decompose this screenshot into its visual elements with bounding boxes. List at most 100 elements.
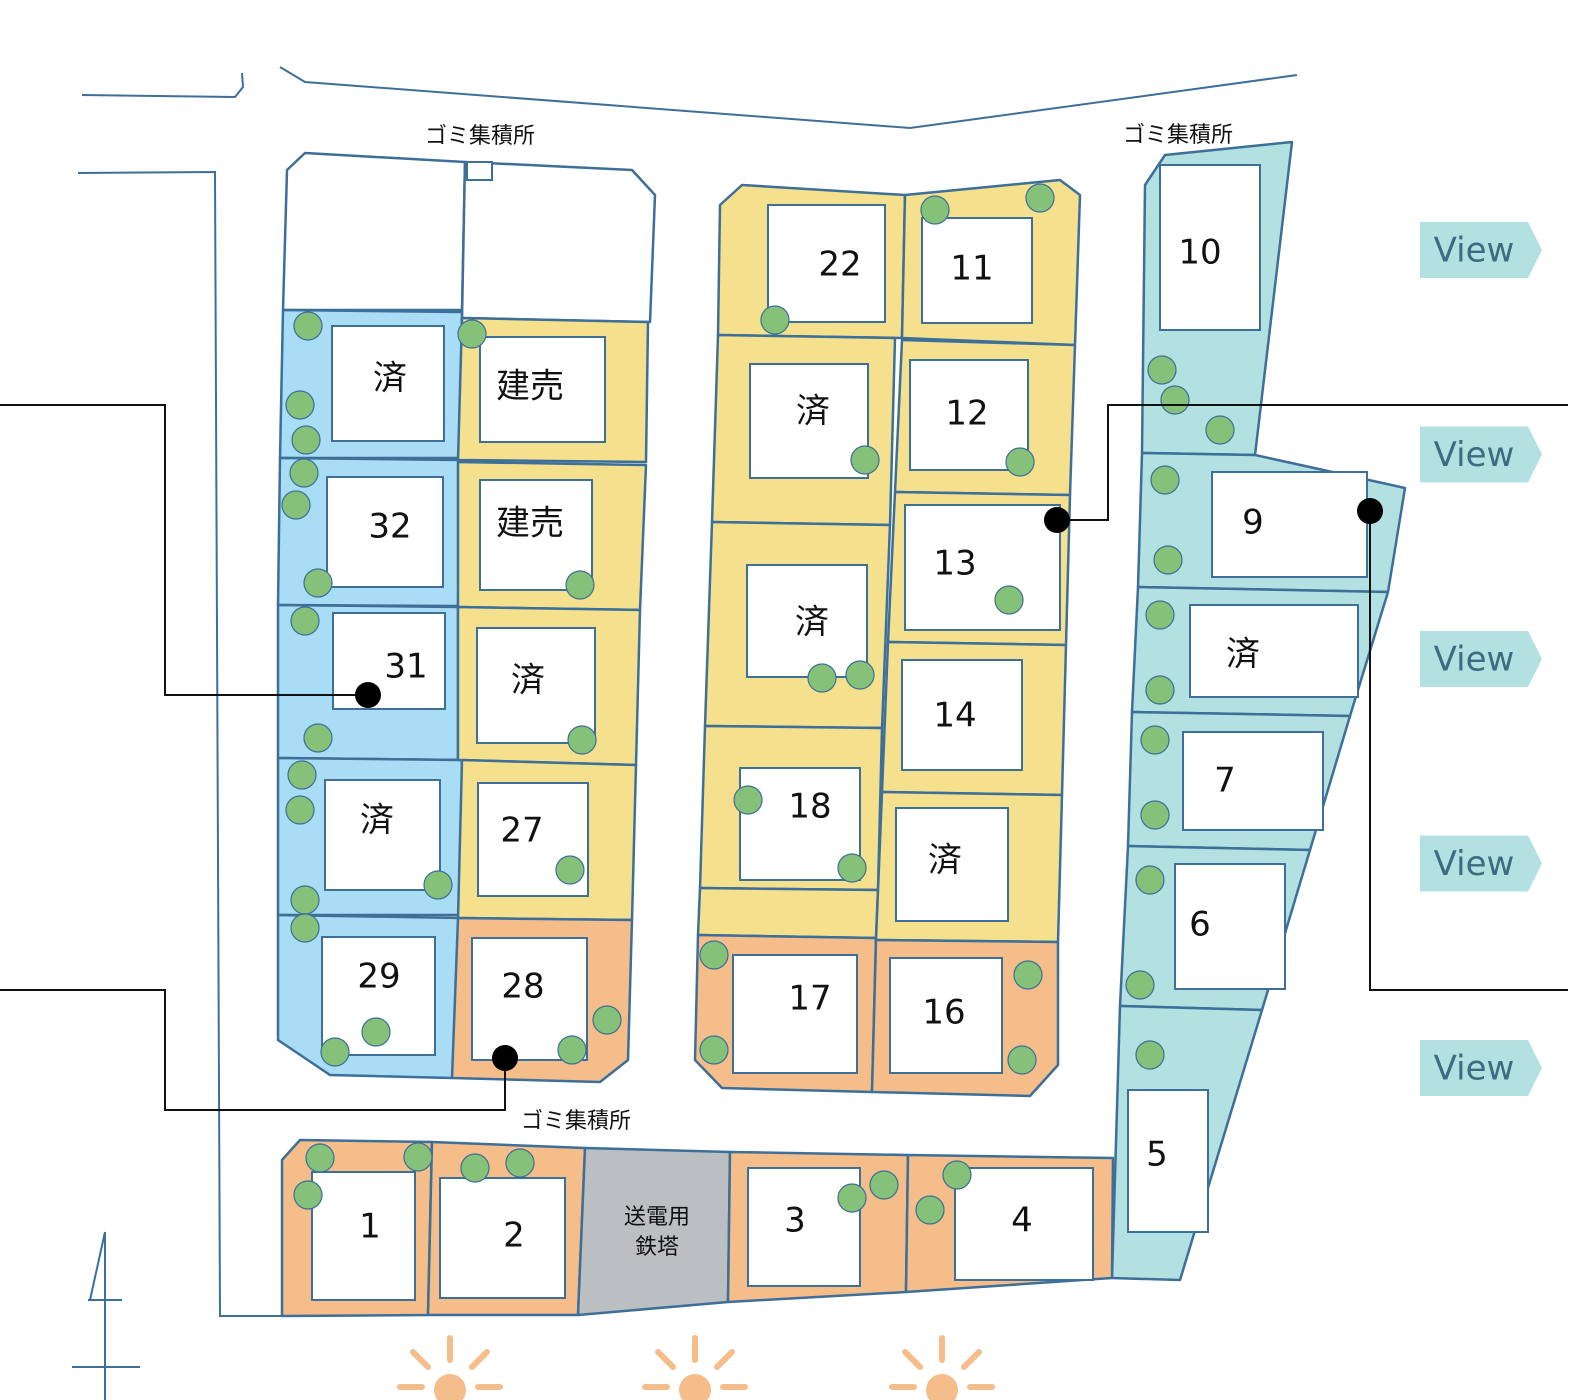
garbage-label: ゴミ集積所 [521,1109,631,1134]
road-edge [81,72,245,99]
tree-icon [567,725,597,755]
view-button[interactable]: View [1420,835,1542,892]
garbage-labels: ゴミ集積所 ゴミ集積所 ゴミ集積所 [425,123,1233,1134]
lot[interactable]: 2 [426,1140,587,1317]
tower-label: 送電用 鉄塔 [624,1205,690,1260]
view-button[interactable]: View [1420,1040,1542,1096]
house-footprint [901,659,1023,771]
lot-label: 29 [357,957,400,997]
lot-label: 5 [1146,1135,1168,1175]
lot[interactable]: 1 [280,1138,434,1318]
lot[interactable]: 12 [893,338,1077,497]
view-connectors [0,404,1568,1111]
lot[interactable]: 建売 [456,460,648,612]
lot[interactable]: 27 [456,758,638,922]
tree-icon [1005,447,1035,477]
tree-icon [1007,1045,1037,1075]
house-footprint [439,1177,566,1299]
tree-icon [1205,415,1235,445]
lot-label: 32 [368,507,411,547]
lot[interactable]: 済 [276,756,464,917]
tree-icon [920,195,950,225]
lot[interactable]: 4 [904,1153,1115,1294]
lot[interactable]: 22 [716,183,907,340]
lot[interactable]: 済 [710,333,897,527]
tree-icon [1145,600,1175,630]
lot-label: 28 [501,967,544,1007]
lot-label: 18 [788,787,831,827]
house-footprint [311,1171,416,1301]
lot[interactable]: 17 [693,933,878,1094]
tree-icon [1160,385,1190,415]
tree-icon [915,1195,945,1225]
tree-icon [285,795,315,825]
tree-icon [361,1017,391,1047]
lot-label: 済 [795,603,829,643]
lot[interactable] [576,1146,732,1317]
tree-icon [423,870,453,900]
lot-label: 9 [1242,503,1264,543]
lot[interactable]: 建売 [456,316,650,464]
lot-label: 済 [360,801,394,841]
tree-icon [287,760,317,790]
view-button-label: View [1434,844,1515,884]
lot[interactable]: 14 [880,640,1068,797]
house-footprint [332,612,446,710]
connector-line [0,989,506,1111]
tree-icon [320,1037,350,1067]
lot-label: 22 [818,245,861,285]
tree-icon [403,1142,433,1172]
lot[interactable]: 10 [1140,140,1294,457]
view-button-label: View [1434,640,1515,680]
tree-icon [1140,725,1170,755]
lot[interactable]: 済 [874,790,1064,944]
house-footprint [895,807,1009,922]
tree-icon [733,785,763,815]
view-button[interactable]: View [1420,426,1542,483]
house-footprint [747,1167,861,1287]
garbage-box [466,161,493,181]
tree-icon [565,570,595,600]
house-footprint [767,204,886,323]
lot[interactable]: 13 [886,490,1072,647]
lot-area [696,886,880,940]
house-footprint [1211,471,1368,578]
lot[interactable]: 済 [1130,585,1390,718]
house-footprint [921,217,1033,324]
connector-line [1369,511,1568,991]
tree-icon [1025,183,1055,213]
tree-icon [699,1035,729,1065]
roads [77,66,1298,1317]
lot[interactable]: 5 [1110,1004,1264,1282]
lot-label: 済 [511,661,545,701]
trees [281,183,1235,1225]
lot-label: 16 [922,993,965,1033]
lot[interactable]: 11 [900,178,1082,347]
house-footprint [1189,604,1359,698]
viewpoint-dot [1044,507,1070,533]
lot-label: 10 [1178,233,1221,273]
view-button-bg [1420,222,1542,278]
lot[interactable]: 6 [1118,844,1312,1012]
lot-label: 11 [950,249,993,289]
house-footprint [954,1167,1094,1281]
lot-label: 17 [788,979,831,1019]
lot-area [576,1146,732,1317]
lot[interactable] [696,886,880,940]
connector-line [1057,404,1568,521]
lot[interactable]: 済 [703,520,892,730]
lot[interactable]: 9 [1136,451,1407,594]
sun-icons [397,1335,995,1400]
view-button[interactable]: View [1420,222,1542,278]
tree-icon [1150,465,1180,495]
lot[interactable]: 済 [278,308,464,460]
lot[interactable]: 28 [450,916,634,1084]
lot[interactable]: 7 [1126,710,1352,852]
garbage-label: ゴミ集積所 [425,124,535,149]
tree-icon [760,305,790,335]
lot-label: 14 [933,696,976,736]
tree-icon [303,723,333,753]
lot[interactable]: 済 [456,605,642,767]
view-button[interactable]: View [1420,631,1542,687]
